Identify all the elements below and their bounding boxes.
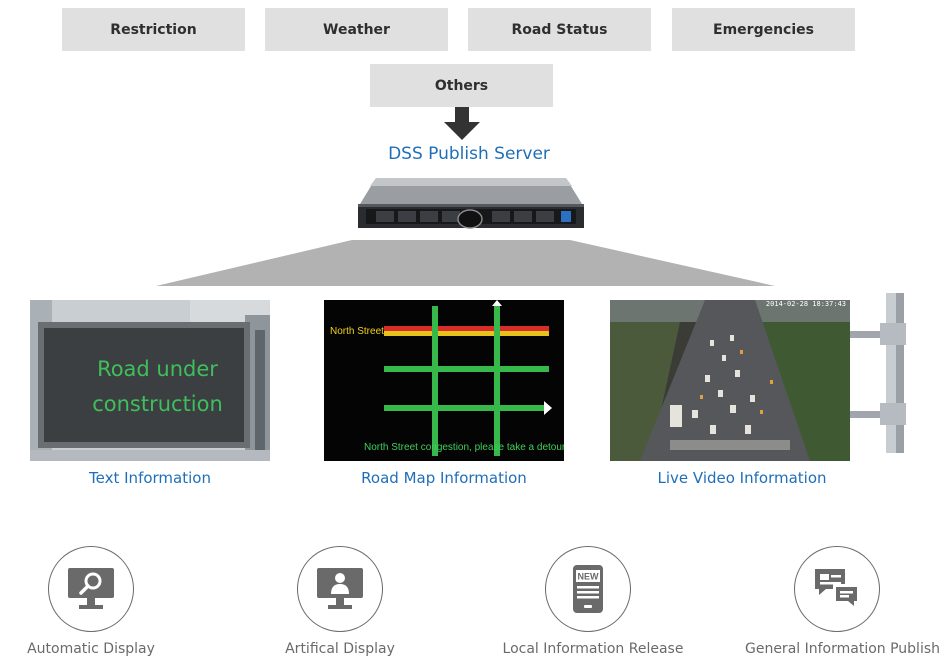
road-map-panel: North Street North Street congestion, pl… xyxy=(324,300,564,461)
monitor-user-icon xyxy=(315,566,365,612)
video-timestamp: 2014-02-28 18:37:43 xyxy=(766,300,846,308)
server-title: DSS Publish Server xyxy=(369,144,569,164)
artifical-display-label: Artifical Display xyxy=(259,641,421,657)
distribution-fan xyxy=(150,240,780,290)
server-icon xyxy=(354,174,586,232)
automatic-display-circle xyxy=(48,546,134,632)
arrow-down-icon xyxy=(444,107,480,141)
local-information-release-circle: NEW xyxy=(545,546,631,632)
text-information-panel: Road under construction xyxy=(30,300,270,461)
road-map-caption: Road Map Information xyxy=(324,469,564,487)
phone-new-icon: NEW xyxy=(571,564,605,614)
general-information-publish-label: General Information Publish xyxy=(740,641,945,657)
artifical-display-circle xyxy=(297,546,383,632)
text-information-caption: Text Information xyxy=(30,469,270,487)
camera-pole-icon xyxy=(850,293,912,453)
source-restriction: Restriction xyxy=(62,8,245,51)
new-badge: NEW xyxy=(578,572,600,582)
sign-line-2: construction xyxy=(70,387,245,422)
sign-message: Road under construction xyxy=(70,352,245,422)
live-video-caption: Live Video Information xyxy=(612,469,872,487)
general-information-publish-circle xyxy=(794,546,880,632)
local-information-release-label: Local Information Release xyxy=(488,641,698,657)
source-emergencies: Emergencies xyxy=(672,8,855,51)
live-video-panel: 2014-02-28 18:37:43 xyxy=(610,300,850,461)
sign-line-1: Road under xyxy=(70,352,245,387)
map-message: North Street congestion, please take a d… xyxy=(364,442,564,453)
monitor-search-icon xyxy=(66,566,116,612)
street-label: North Street xyxy=(330,326,384,337)
source-road-status: Road Status xyxy=(468,8,651,51)
chat-bubbles-icon xyxy=(812,566,862,612)
source-weather: Weather xyxy=(265,8,448,51)
source-others: Others xyxy=(370,64,553,107)
automatic-display-label: Automatic Display xyxy=(10,641,172,657)
